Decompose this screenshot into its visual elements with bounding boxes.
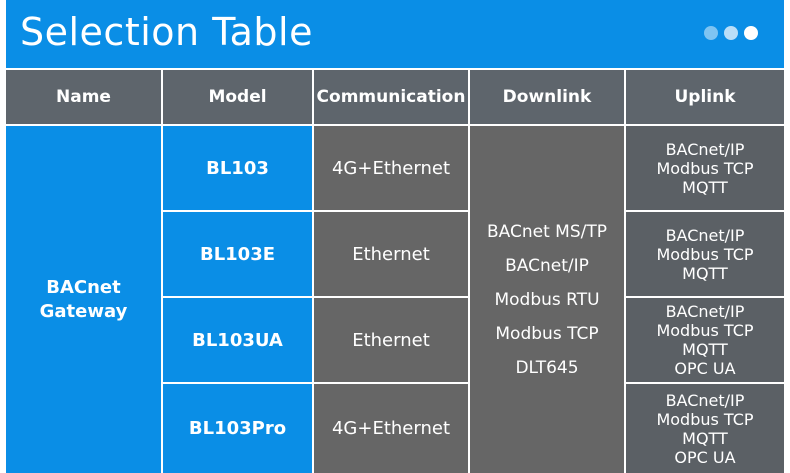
pagination-dots-icon[interactable] — [704, 26, 758, 40]
name-line: BACnet — [46, 276, 121, 298]
model-cell: BL103 — [163, 126, 312, 210]
downlink-protocol: BACnet MS/TP — [487, 221, 607, 242]
communication-cell: Ethernet — [314, 212, 468, 296]
uplink-protocol: Modbus TCP — [656, 409, 754, 429]
name-cell: BACnet Gateway — [6, 126, 161, 473]
column-header-model: Model — [163, 70, 312, 124]
uplink-protocol: Modbus TCP — [656, 321, 754, 340]
model-cell: BL103E — [163, 212, 312, 296]
uplink-protocol: OPC UA — [674, 359, 736, 378]
uplink-cell: BACnet/IP Modbus TCP MQTT OPC UA — [626, 384, 784, 473]
uplink-protocol: MQTT — [682, 263, 728, 283]
model-cell: BL103Pro — [163, 384, 312, 473]
uplink-protocol: MQTT — [682, 177, 728, 197]
column-header-name: Name — [6, 70, 161, 124]
selection-table-frame: Selection Table Name Model Communication… — [6, 0, 784, 473]
uplink-protocol: MQTT — [682, 428, 728, 448]
title-bar: Selection Table — [6, 0, 784, 68]
uplink-cell: BACnet/IP Modbus TCP MQTT — [626, 126, 784, 210]
uplink-protocol: BACnet/IP — [665, 390, 745, 410]
downlink-protocol: Modbus RTU — [494, 289, 600, 310]
downlink-protocol: Modbus TCP — [495, 323, 599, 344]
uplink-cell: BACnet/IP Modbus TCP MQTT — [626, 212, 784, 296]
pagination-dot-active[interactable] — [744, 26, 758, 40]
name-line: Gateway — [39, 300, 128, 322]
communication-cell: 4G+Ethernet — [314, 384, 468, 473]
column-header-uplink: Uplink — [626, 70, 784, 124]
pagination-dot[interactable] — [704, 26, 718, 40]
pagination-dot[interactable] — [724, 26, 738, 40]
column-header-communication: Communication — [314, 70, 468, 124]
uplink-cell: BACnet/IP Modbus TCP MQTT OPC UA — [626, 298, 784, 382]
uplink-protocol: BACnet/IP — [665, 139, 745, 159]
downlink-protocol: BACnet/IP — [505, 255, 589, 276]
uplink-protocol: Modbus TCP — [656, 244, 754, 264]
downlink-protocol: DLT645 — [515, 357, 579, 378]
communication-cell: 4G+Ethernet — [314, 126, 468, 210]
downlink-cell: BACnet MS/TP BACnet/IP Modbus RTU Modbus… — [470, 126, 624, 473]
uplink-protocol: Modbus TCP — [656, 158, 754, 178]
model-cell: BL103UA — [163, 298, 312, 382]
uplink-protocol: MQTT — [682, 340, 728, 359]
uplink-protocol: BACnet/IP — [665, 302, 745, 321]
page-title: Selection Table — [20, 10, 313, 54]
communication-cell: Ethernet — [314, 298, 468, 382]
column-header-downlink: Downlink — [470, 70, 624, 124]
uplink-protocol: BACnet/IP — [665, 225, 745, 245]
uplink-protocol: OPC UA — [674, 447, 736, 467]
